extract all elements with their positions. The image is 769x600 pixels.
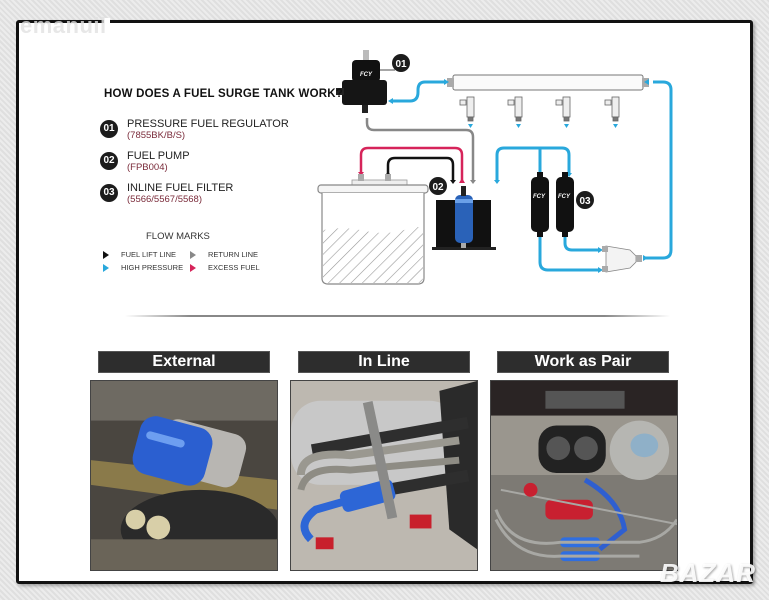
fuel-lift-line (386, 156, 455, 180)
brand-mark: FCY (360, 72, 373, 78)
return-line (365, 118, 475, 180)
injector (459, 96, 475, 128)
fuel-system-diagram: FCY (317, 50, 673, 285)
brand-mark: FCY (533, 194, 546, 200)
svg-text:02: 02 (432, 182, 444, 193)
number-badge: 02 (100, 152, 118, 170)
watermark-top-left: emanuil (20, 13, 107, 38)
triangle-blue-icon (103, 264, 109, 273)
frame-notch (104, 18, 110, 26)
flow-mark-excess: EXCESS FUEL (190, 263, 260, 273)
diagram-badge-01: 01 (392, 54, 410, 72)
flow-marks-title: FLOW MARKS (146, 231, 210, 242)
flow-mark-high-pressure: HIGH PRESSURE (103, 263, 183, 273)
label-external: External (98, 351, 270, 373)
inline-filters: FCY FCY (531, 172, 574, 237)
fuel-rail (447, 74, 649, 91)
component-title: INLINE FUEL FILTER (127, 182, 234, 194)
component-code: (5566/5567/5568) (127, 194, 203, 205)
high-pressure-lines (393, 80, 673, 272)
flow-mark-lift: FUEL LIFT LINE (103, 250, 176, 260)
number-badge: 03 (100, 184, 118, 202)
brand-mark: FCY (558, 194, 571, 200)
excess-fuel-line (359, 146, 464, 183)
photo-work-as-pair (490, 380, 678, 571)
y-block-fitting (602, 245, 642, 273)
svg-text:01: 01 (395, 59, 407, 70)
watermark-bottom-right: BAZAR (660, 558, 756, 588)
injector (507, 96, 523, 128)
diagram-badge-02: 02 (429, 177, 447, 195)
component-title: FUEL PUMP (127, 150, 190, 162)
triangle-gray-icon (190, 251, 196, 260)
injector (604, 96, 620, 128)
label-in-line: In Line (298, 351, 470, 373)
flow-mark-return: RETURN LINE (190, 250, 258, 260)
pressure-regulator: FCY (336, 50, 395, 113)
fuel-pump (432, 186, 496, 250)
surge-tank (317, 174, 429, 285)
photo-in-line (290, 380, 478, 571)
photo-external (90, 380, 278, 571)
svg-text:03: 03 (579, 196, 591, 207)
component-code: (7855BK/B/S) (127, 130, 186, 141)
number-badge: 01 (100, 120, 118, 138)
diagram-badge-03: 03 (576, 191, 594, 209)
injectors (459, 96, 620, 128)
component-title: PRESSURE FUEL REGULATOR (127, 118, 289, 130)
triangle-red-icon (190, 264, 196, 273)
infographic-heading: HOW DOES A FUEL SURGE TANK WORK? (104, 88, 343, 100)
label-work-as-pair: Work as Pair (497, 351, 669, 373)
return-arrow (470, 180, 476, 184)
triangle-black-icon (103, 251, 109, 260)
component-code: (FPB004) (127, 162, 168, 173)
section-divider (125, 315, 670, 317)
injector (555, 96, 571, 128)
